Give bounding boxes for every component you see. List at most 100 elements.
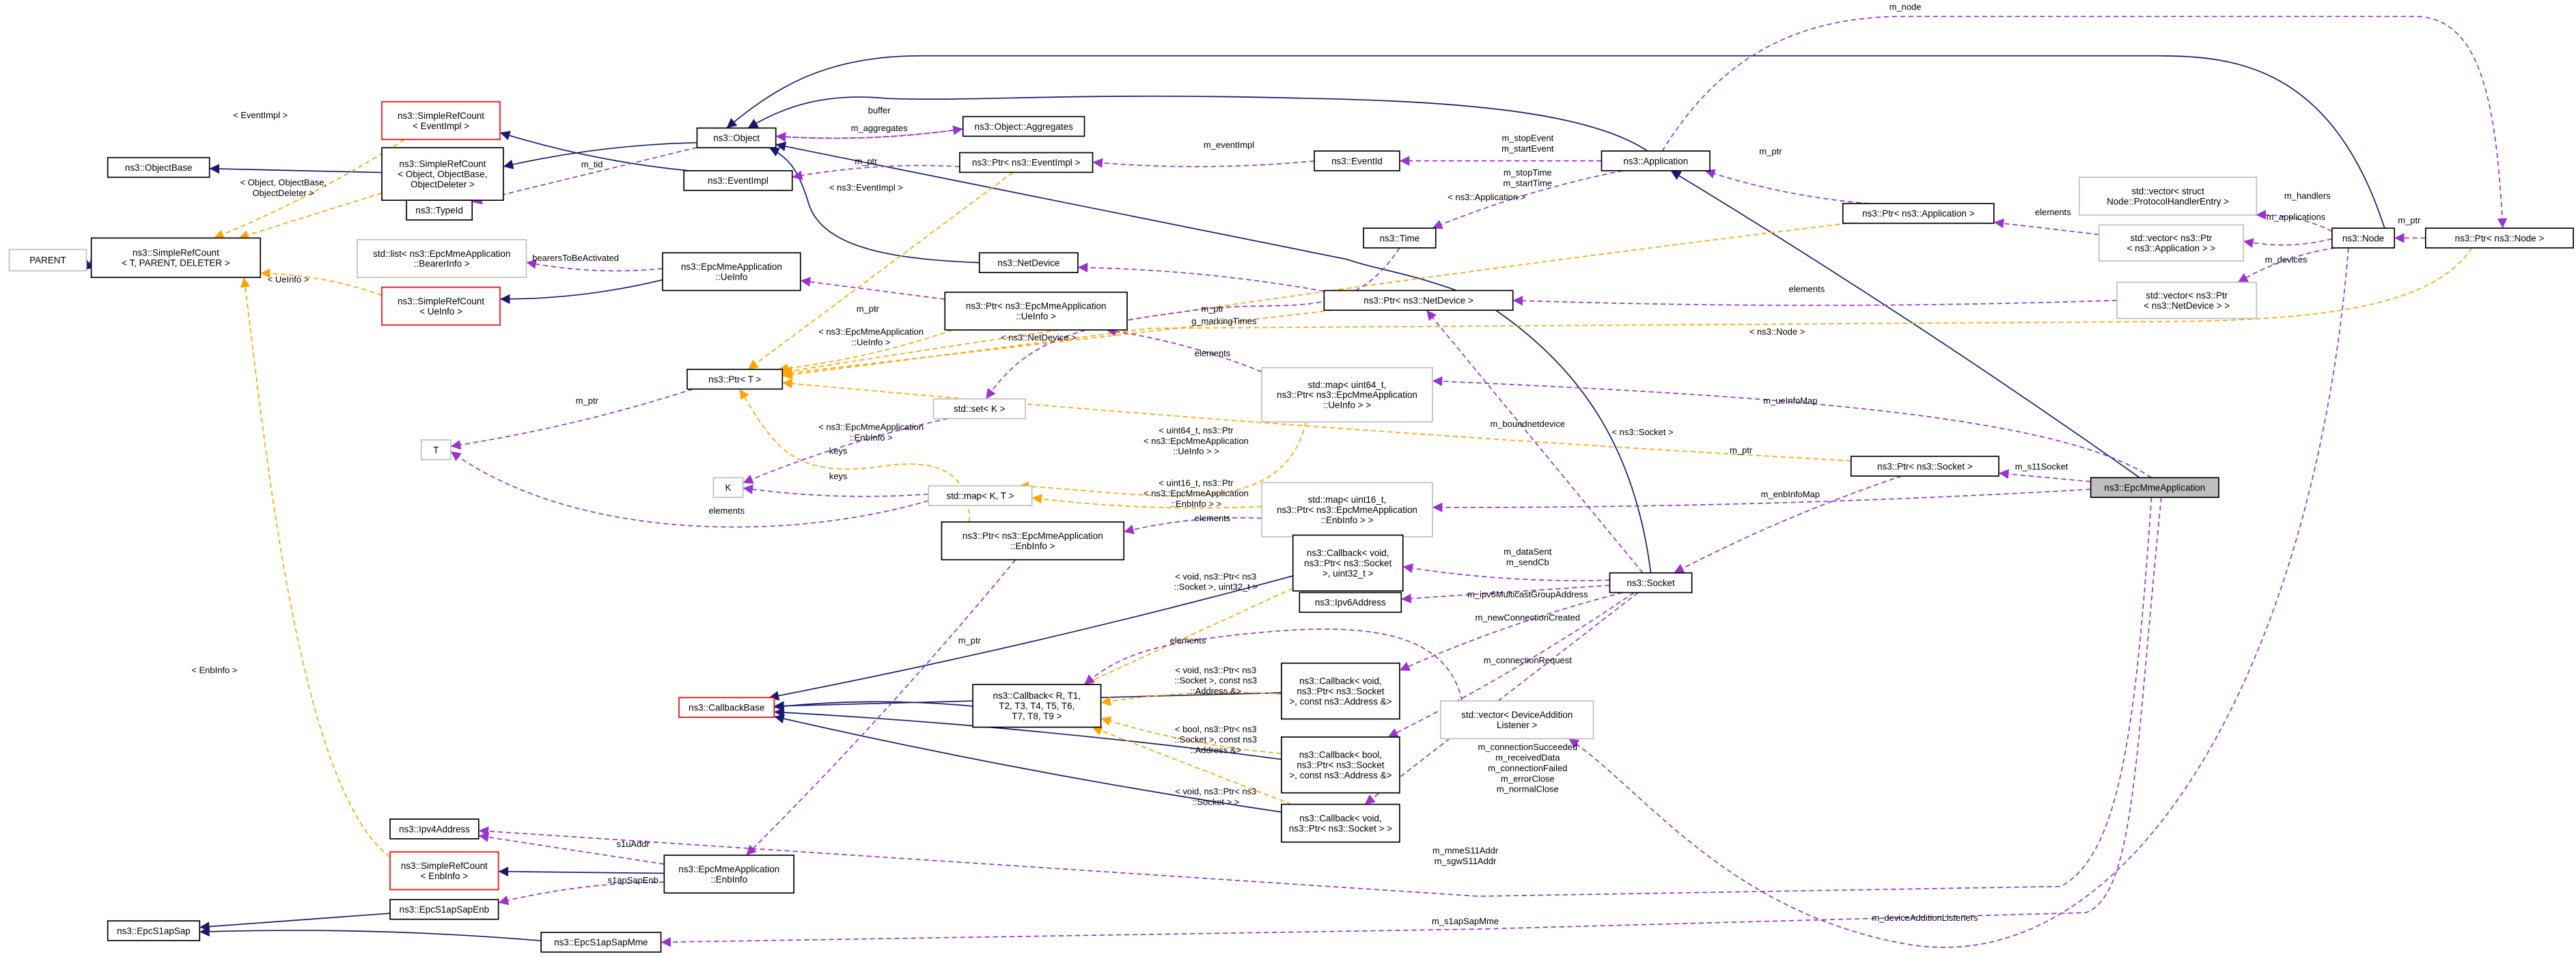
usage-edge-node-to-vecDAL [1568, 247, 2349, 948]
class-node-node[interactable]: ns3::Node [2331, 227, 2396, 249]
class-node-typeid[interactable]: ns3::TypeId [406, 199, 473, 221]
class-node-vecApp[interactable]: std::vector< ns3::Ptr< ns3::Application … [2098, 224, 2244, 262]
node-label-line: ns3::Ptr< ns3::Socket [1304, 558, 1391, 568]
edge-label-line: < ns3::EpcMmeApplication [1144, 488, 1249, 499]
edge-label-line: < UeInfo > [268, 274, 309, 284]
node-label-line: ::EnbInfo > > [1321, 515, 1374, 525]
edge-label-line: ::Socket > > [1192, 796, 1239, 807]
class-node-ipv4[interactable]: ns3::Ipv4Address [389, 818, 480, 840]
class-node-ptrUe[interactable]: ns3::Ptr< ns3::EpcMmeApplication::UeInfo… [944, 291, 1128, 331]
class-node-cbBool[interactable]: ns3::Callback< bool,ns3::Ptr< ns3::Socke… [1281, 736, 1400, 794]
class-node-cbU32[interactable]: ns3::Callback< void,ns3::Ptr< ns3::Socke… [1292, 534, 1404, 592]
node-label-line: ns3::SimpleRefCount [399, 159, 486, 169]
node-label: ns3::Callback< void,ns3::Ptr< ns3::Socke… [1289, 676, 1391, 707]
edge-labels-layer: < EventImpl >< Object, ObjectBase,Object… [191, 1, 2421, 926]
node-box [389, 818, 480, 840]
edge-label-line: ::Address &> [1190, 745, 1241, 755]
node-box [2090, 477, 2219, 498]
node-box [1850, 456, 1999, 477]
edge-label-line: elements [1789, 284, 1825, 294]
class-node-srcT[interactable]: ns3::SimpleRefCount< T, PARENT, DELETER … [90, 237, 262, 278]
class-node-object[interactable]: ns3::Object [696, 127, 777, 149]
class-node-objbase[interactable]: ns3::ObjectBase [107, 156, 210, 178]
node-label: std::vector< ns3::Ptr< ns3::NetDevice > … [2144, 290, 2230, 311]
class-node-sap[interactable]: ns3::EpcS1apSap [107, 920, 201, 941]
node-label-line: std::vector< ns3::Ptr [2146, 290, 2228, 301]
class-node-ipv6[interactable]: ns3::Ipv6Address [1299, 592, 1402, 613]
usage-edge-aggr-to-object [775, 128, 963, 142]
class-node-ptrNode[interactable]: ns3::Ptr< ns3::Node > [2424, 227, 2574, 249]
class-node-enbinfo[interactable]: ns3::EpcMmeApplication::EnbInfo [663, 855, 795, 894]
node-label: ns3::Ptr< T > [708, 374, 761, 385]
class-node-setK[interactable]: std::set< K > [932, 398, 1026, 419]
edge-label-line: < ns3::EpcMmeApplication [818, 422, 924, 432]
edge-label-line: m_ptr [1201, 304, 1224, 314]
edge-label: keys [829, 471, 848, 482]
edge-label-line: < EventImpl > [233, 110, 288, 120]
usage-edge-mapKT-to-K [743, 484, 929, 497]
edge-label-line: < bool, ns3::Ptr< ns3 [1175, 724, 1257, 734]
class-node-cbBase[interactable]: ns3::CallbackBase [678, 697, 775, 718]
class-node-eventimpl[interactable]: ns3::EventImpl [683, 170, 793, 191]
edge-label-line: m_ptr [1759, 146, 1782, 156]
class-node-aggr[interactable]: ns3::Object::Aggregates [962, 115, 1085, 137]
edge-label: < bool, ns3::Ptr< ns3::Socket >, const n… [1174, 724, 1257, 755]
node-label: std::map< uint16_t,ns3::Ptr< ns3::EpcMme… [1277, 495, 1417, 525]
node-label-line: T7, T8, T9 > [1012, 711, 1062, 721]
class-node-sapMme[interactable]: ns3::EpcS1apSapMme [540, 932, 662, 953]
class-node-ptrEnb[interactable]: ns3::Ptr< ns3::EpcMmeApplication::EnbInf… [941, 521, 1125, 561]
class-node-T[interactable]: T [420, 439, 452, 460]
edge-label-line: m_ueInfoMap [1763, 396, 1817, 406]
class-node-mapUe[interactable]: std::map< uint64_t,ns3::Ptr< ns3::EpcMme… [1261, 367, 1433, 423]
class-node-parent[interactable]: PARENT [8, 249, 87, 272]
node-label: ns3::Callback< bool,ns3::Ptr< ns3::Socke… [1289, 750, 1391, 781]
class-node-cbVoid[interactable]: ns3::Callback< void,ns3::Ptr< ns3::Socke… [1281, 803, 1400, 843]
edge-label-line: m_ptr [2398, 215, 2421, 225]
class-node-epc[interactable]: ns3::EpcMmeApplication [2090, 477, 2219, 498]
class-node-time[interactable]: ns3::Time [1363, 227, 1437, 249]
node-box [357, 239, 527, 278]
node-box [406, 199, 473, 221]
class-node-app[interactable]: ns3::Application [1601, 150, 1711, 171]
class-node-sapEnb[interactable]: ns3::EpcS1apSapEnb [389, 899, 499, 920]
class-node-ptrT[interactable]: ns3::Ptr< T > [687, 368, 784, 390]
class-node-ueinfo[interactable]: ns3::EpcMmeApplication::UeInfo [662, 252, 801, 292]
class-node-srcObj[interactable]: ns3::SimpleRefCount< Object, ObjectBase,… [381, 147, 504, 202]
class-node-K[interactable]: K [712, 477, 744, 498]
edge-label-line: < uint64_t, ns3::Ptr [1159, 425, 1234, 435]
class-node-mapEnb[interactable]: std::map< uint16_t,ns3::Ptr< ns3::EpcMme… [1261, 482, 1433, 538]
template-edge-cbBool-to-cbR [1100, 716, 1282, 754]
template-edge-srcEv-to-srcT [213, 139, 405, 239]
class-node-ptrEv[interactable]: ns3::Ptr< ns3::EventImpl > [959, 152, 1094, 174]
class-node-socket[interactable]: ns3::Socket [1609, 572, 1693, 594]
class-node-mapKT[interactable]: std::map< K, T > [928, 485, 1033, 506]
class-node-srcEv[interactable]: ns3::SimpleRefCount< EventImpl > [381, 101, 501, 141]
class-node-srcEnb[interactable]: ns3::SimpleRefCount< EnbInfo > [389, 851, 499, 891]
node-label-line: std::vector< ns3::Ptr [2130, 233, 2212, 243]
edge-label: m_boundnetdevice [1491, 419, 1566, 429]
class-node-netdev[interactable]: ns3::NetDevice [978, 252, 1079, 273]
node-label-line: ::EnbInfo [710, 874, 747, 885]
edge-label-line: ::UeInfo > [852, 337, 891, 348]
edge-label: m_ptr [1730, 445, 1753, 455]
node-box [1261, 482, 1433, 538]
class-node-ptrNd[interactable]: ns3::Ptr< ns3::NetDevice > [1323, 290, 1514, 311]
template-edge-ptrSock-to-ptrT [782, 378, 1851, 462]
class-node-ptrSock[interactable]: ns3::Ptr< ns3::Socket > [1850, 456, 1999, 477]
node-box [1314, 150, 1400, 171]
class-node-cbAddr[interactable]: ns3::Callback< void,ns3::Ptr< ns3::Socke… [1281, 663, 1400, 720]
edge-label-line: m_stopEvent [1501, 133, 1553, 143]
class-node-vecNd[interactable]: std::vector< ns3::Ptr< ns3::NetDevice > … [2116, 281, 2258, 320]
usage-edge-object-to-typeid [471, 146, 697, 205]
class-node-ptrApp[interactable]: ns3::Ptr< ns3::Application > [1842, 203, 1995, 224]
class-node-srcUe[interactable]: ns3::SimpleRefCount< UeInfo > [381, 286, 501, 326]
class-node-eventid[interactable]: ns3::EventId [1314, 150, 1400, 171]
class-node-cbR[interactable]: ns3::Callback< R, T1,T2, T3, T4, T5, T6,… [972, 684, 1102, 728]
inherit-edge-sapMme-to-sap [199, 926, 542, 942]
node-box [1323, 290, 1514, 311]
node-box [696, 127, 777, 149]
class-node-bearerList[interactable]: std::list< ns3::EpcMmeApplication::Beare… [357, 239, 527, 278]
usage-edge-ptrSock-to-socket [1674, 475, 1902, 574]
